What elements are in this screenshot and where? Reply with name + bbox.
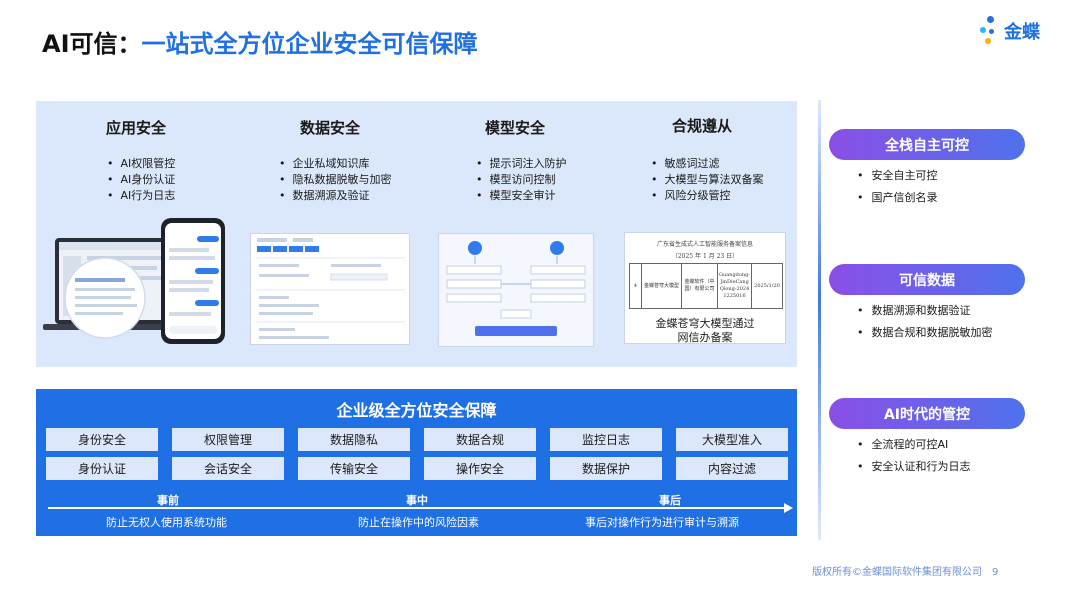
list-item: 数据溯源及验证 — [279, 188, 392, 204]
pillar-list: 敏感词过滤 大模型与算法双备案 风险分级管控 — [651, 156, 764, 204]
security-cell: 数据合规 — [424, 428, 536, 451]
enterprise-security-panel: 企业级全方位安全保障 身份安全 权限管理 数据隐私 数据合规 监控日志 大模型准… — [36, 389, 797, 536]
laptop-phone-illustration — [43, 218, 225, 344]
model-flow-illustration — [446, 241, 586, 336]
doc-cell-no: 4 — [630, 264, 642, 308]
pill-full-stack-control: 全栈自主可控 — [829, 129, 1025, 160]
list-item: 模型安全审计 — [476, 188, 567, 204]
doc-cell-date: 2025/1/20 — [754, 282, 780, 289]
doc-table-row: 4 金蝶苍穹大模型 金蝶软件（中国）有限公司 Guangdong-JinDieC… — [629, 263, 783, 309]
kingdee-logo: 金蝶 — [980, 16, 1040, 46]
security-pillars-panel: 应用安全 AI权限管控 AI身份认证 AI行为日志 数据安全 企业私域知识库 隐… — [36, 101, 797, 367]
phase-desc-after: 事后对操作行为进行审计与溯源 — [585, 516, 739, 529]
doc-cell-company: 金蝶软件（中国）有限公司 — [682, 264, 718, 308]
security-cell: 内容过滤 — [676, 457, 788, 480]
vertical-divider — [818, 100, 821, 540]
pillar-title: 应用安全 — [105, 119, 166, 137]
security-cell: 数据保护 — [550, 457, 662, 480]
list-item: 敏感词过滤 — [651, 156, 764, 172]
security-cell: 会话安全 — [172, 457, 284, 480]
doc-cell-name: 金蝶苍穹大模型 — [642, 264, 682, 308]
security-cell: 权限管理 — [172, 428, 284, 451]
pillar-title: 合规遵从 — [671, 117, 732, 135]
doc-date: （2025 年 1 月 23 日） — [671, 253, 739, 260]
list-item: 提示词注入防护 — [476, 156, 567, 172]
list-item: AI行为日志 — [107, 188, 176, 204]
list-item: 企业私域知识库 — [279, 156, 392, 172]
pillar-title: 模型安全 — [484, 119, 545, 137]
list-item: 数据合规和数据脱敏加密 — [857, 322, 993, 344]
list-item: 隐私数据脱敏与加密 — [279, 172, 392, 188]
list-item: AI权限管控 — [107, 156, 176, 172]
doc-cell-code: Guangdong-JinDieCangQiong-20241225016 — [718, 264, 752, 308]
model-security-screenshot — [438, 233, 594, 347]
page-title-main: 一站式全方位企业安全可信保障 — [141, 30, 478, 58]
security-cell: 监控日志 — [550, 428, 662, 451]
data-security-screenshot — [250, 233, 410, 345]
phase-label-before: 事前 — [157, 494, 179, 507]
list-item: 国产信创名录 — [857, 187, 938, 209]
list-item: 数据溯源和数据验证 — [857, 300, 993, 322]
doc-caption-line2: 网信办备案 — [677, 331, 733, 344]
security-cell: 身份安全 — [46, 428, 158, 451]
logo-dots-icon — [980, 16, 1000, 46]
timeline-arrow-line — [48, 507, 786, 509]
page-title: AI可信：一站式全方位企业安全可信保障 — [42, 24, 478, 59]
security-cell: 传输安全 — [298, 457, 410, 480]
pillar-list: 企业私域知识库 隐私数据脱敏与加密 数据溯源及验证 — [279, 156, 392, 204]
list-item: AI身份认证 — [107, 172, 176, 188]
footer: 版权所有©金蝶国际软件集团有限公司 9 — [812, 563, 998, 578]
phase-label-during: 事中 — [406, 494, 428, 507]
right-list-trusted-data: 数据溯源和数据验证 数据合规和数据脱敏加密 — [857, 300, 993, 344]
arrow-right-icon — [784, 503, 793, 513]
list-item: 全流程的可控AI — [857, 434, 971, 456]
page-title-prefix: AI可信： — [42, 30, 142, 58]
phase-label-after: 事后 — [659, 494, 681, 507]
list-item: 模型访问控制 — [476, 172, 567, 188]
list-item: 风险分级管控 — [651, 188, 764, 204]
pill-ai-era-control: AI时代的管控 — [829, 398, 1025, 429]
phase-desc-during: 防止在操作中的风险因素 — [358, 516, 479, 529]
doc-caption-line1: 金蝶苍穹大模型通过 — [655, 317, 755, 330]
pill-trusted-data: 可信数据 — [829, 264, 1025, 295]
right-list-ai-control: 全流程的可控AI 安全认证和行为日志 — [857, 434, 971, 478]
compliance-filing-doc: 广东省生成式人工智能服务备案信息 （2025 年 1 月 23 日） 4 金蝶苍… — [624, 232, 786, 344]
list-item: 安全自主可控 — [857, 165, 938, 187]
logo-text: 金蝶 — [1004, 22, 1040, 43]
pillar-title: 数据安全 — [299, 119, 360, 137]
security-cell: 身份认证 — [46, 457, 158, 480]
security-cell: 大模型准入 — [676, 428, 788, 451]
doc-header: 广东省生成式人工智能服务备案信息 — [656, 241, 753, 248]
page-number: 9 — [992, 567, 999, 578]
list-item: 大模型与算法双备案 — [651, 172, 764, 188]
right-list-full-stack: 安全自主可控 国产信创名录 — [857, 165, 938, 209]
enterprise-security-title: 企业级全方位安全保障 — [336, 401, 497, 420]
app-security-screenshot — [39, 216, 225, 346]
pillar-list: 提示词注入防护 模型访问控制 模型安全审计 — [476, 156, 567, 204]
copyright-text: 版权所有©金蝶国际软件集团有限公司 — [812, 567, 982, 578]
security-cell: 数据隐私 — [298, 428, 410, 451]
phase-desc-before: 防止无权人使用系统功能 — [106, 516, 227, 529]
security-cell: 操作安全 — [424, 457, 536, 480]
pillar-list: AI权限管控 AI身份认证 AI行为日志 — [107, 156, 176, 204]
data-form-illustration — [255, 238, 405, 339]
list-item: 安全认证和行为日志 — [857, 456, 971, 478]
